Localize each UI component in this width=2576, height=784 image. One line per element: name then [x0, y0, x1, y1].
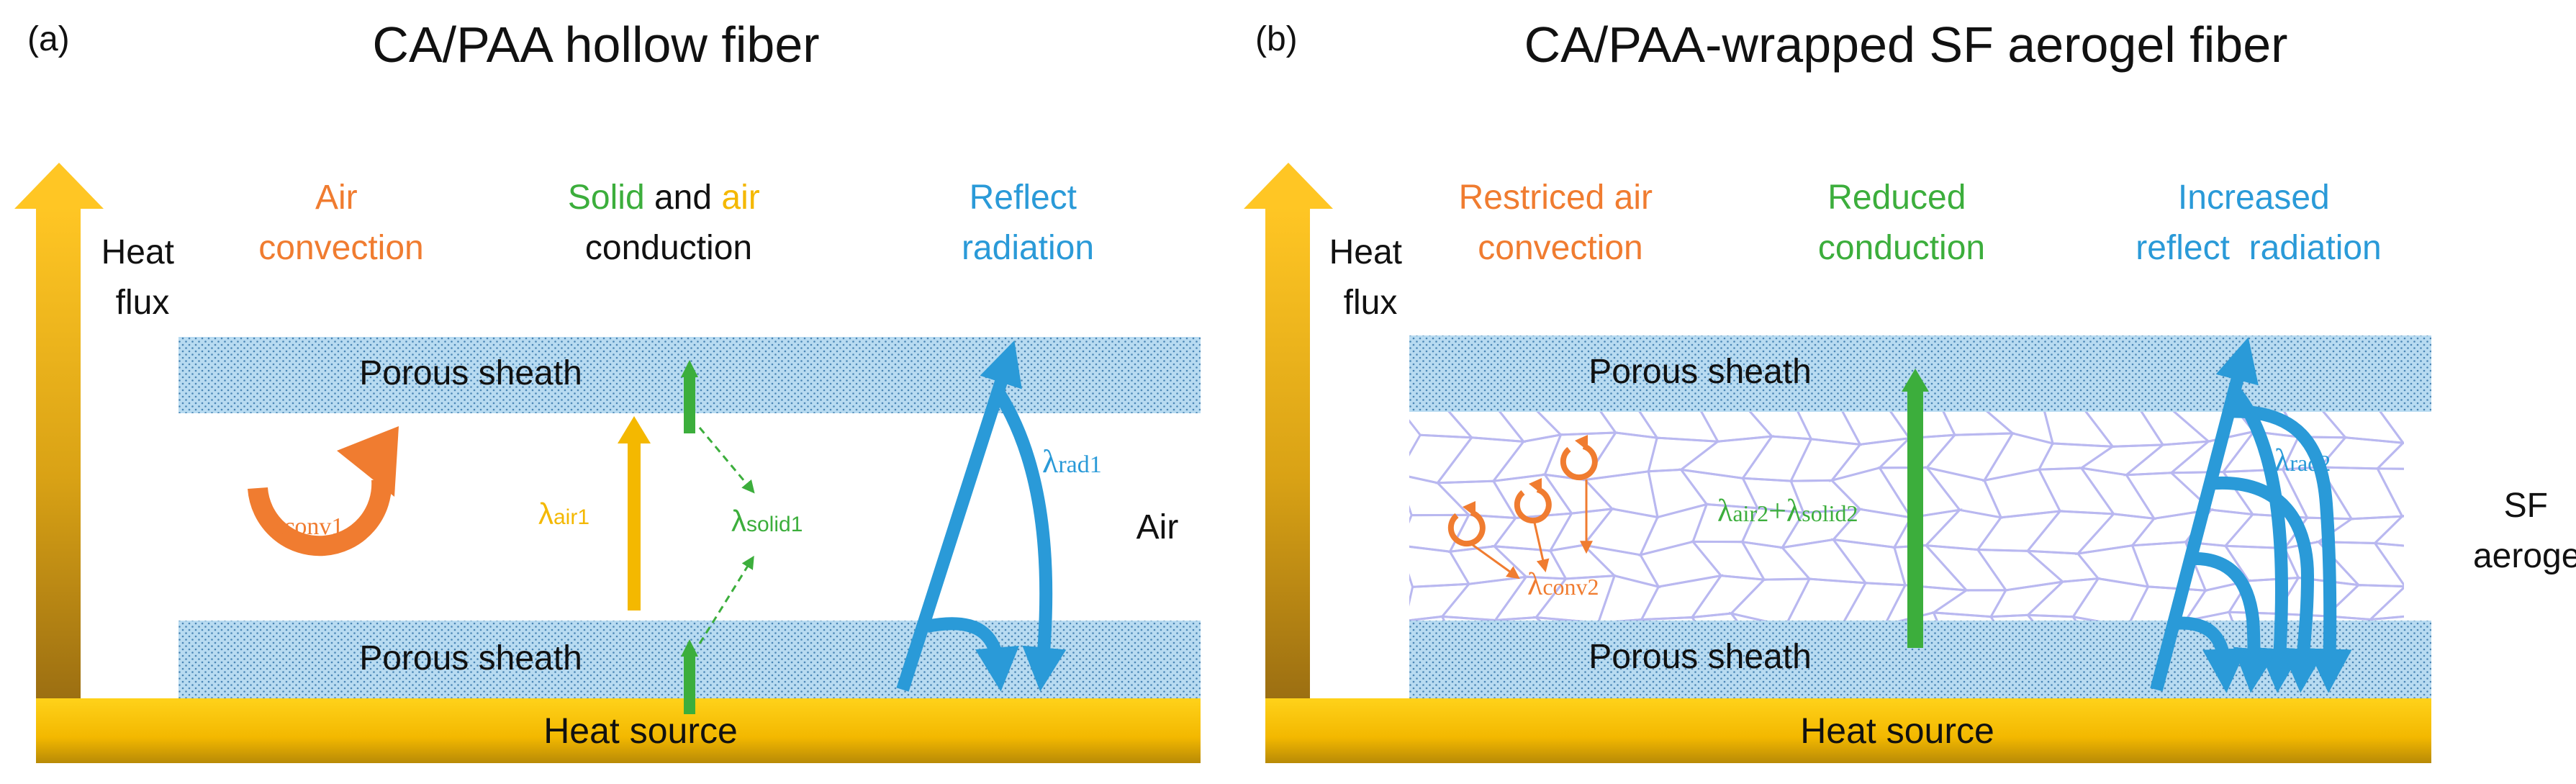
aerogel-cell [2372, 514, 2404, 547]
aerogel-cell [2324, 615, 2377, 626]
aerogel-cell [2374, 441, 2404, 470]
lambda-conv2: λconv2 [1527, 567, 1599, 602]
panel-a-label: (a) [27, 20, 70, 58]
panel-a-title: CA/PAA hollow fiber [372, 17, 819, 73]
panel-a: (a) CA/PAA hollow fiber Heat flux Air co… [14, 17, 1201, 763]
convection-swirl-arrows [1469, 479, 1593, 580]
aerogel-cell [2423, 469, 2507, 512]
solid-path-top [698, 427, 755, 494]
air-label: Air [1136, 508, 1179, 546]
aerogel-cell [1640, 616, 1700, 626]
solid-conduction-arrow-top [681, 360, 698, 433]
lambda-solid1: λsolid1 [731, 504, 803, 538]
aerogel-cell [2377, 410, 2404, 444]
convection-loop-icon [248, 426, 399, 557]
heat-source-bar-b [1265, 698, 2431, 763]
lambda-rad1: λrad1 [1042, 443, 1102, 479]
increased-radiation-arrows [2150, 337, 2352, 693]
aerogel-cell [1989, 613, 2039, 626]
aerogel-cell [2423, 437, 2489, 474]
porous-sheath-top-b-label: Porous sheath [1588, 353, 1812, 391]
lambda-air2-solid2: λair2+λsolid2 [1717, 493, 1858, 528]
sf-aerogel-label: SF aerogel [2473, 487, 2576, 575]
heat-source-label: Heat source [543, 711, 738, 751]
panel-b-label: (b) [1255, 20, 1298, 58]
aerogel-cell [2426, 585, 2491, 622]
heat-source-bar [36, 698, 1201, 763]
increased-radiation-label: Increased reflect radiation [2136, 179, 2382, 267]
solid-conduction-arrow-bottom [681, 639, 698, 714]
lambda-conv1: λconv1 [268, 505, 343, 541]
heat-flux-label: Heat flux [101, 233, 184, 322]
air-conduction-arrow [618, 416, 651, 610]
aerogel-cell [2372, 541, 2404, 587]
aerogel-cell [1493, 616, 1547, 626]
aerogel-cell [1440, 615, 1502, 626]
porous-sheath-bottom-label: Porous sheath [359, 639, 582, 677]
conduction-label: Solid and air conduction [568, 179, 769, 267]
aerogel-cell [2375, 467, 2404, 518]
restricted-convection-label: Restriced air convection [1459, 179, 1663, 267]
heat-flux-label-b: Heat flux [1329, 233, 1412, 322]
aerogel-cell [1932, 611, 1999, 626]
aerogel-cell [2071, 577, 2150, 626]
sf-aerogel-network [1409, 410, 2507, 662]
panel-b-title: CA/PAA-wrapped SF aerogel fiber [1524, 17, 2288, 73]
panel-b: (b) CA/PAA-wrapped SF aerogel fiber Heat… [1244, 17, 2576, 763]
reduced-conduction-label: Reduced conduction [1818, 179, 1985, 267]
aerogel-cell [2416, 410, 2488, 447]
heat-flux-arrow [14, 163, 104, 698]
lambda-air1: λair1 [538, 497, 589, 531]
lambda-rad2: λrad2 [2274, 443, 2331, 478]
reduced-conduction-arrow [1902, 369, 1929, 648]
aerogel-cell [1409, 615, 1448, 626]
heat-source-label-b: Heat source [1800, 711, 1994, 751]
aerogel-cell [2183, 610, 2236, 626]
porous-sheath-top-label: Porous sheath [359, 354, 582, 392]
solid-path-bottom [698, 555, 754, 644]
heat-flux-arrow-b [1244, 163, 1333, 698]
aerogel-cell [2227, 610, 2284, 626]
aerogel-cell [2367, 585, 2404, 621]
radiation-label: Reflect radiation [962, 179, 1094, 267]
aerogel-cell [1690, 612, 1743, 626]
radiation-arrows [896, 340, 1067, 692]
aerogel-cell [2315, 541, 2404, 588]
air-convection-label: Air convection [258, 179, 423, 267]
aerogel-cell [2025, 613, 2081, 626]
porous-sheath-bottom-b-label: Porous sheath [1588, 638, 1812, 676]
aerogel-cell [2426, 615, 2490, 662]
